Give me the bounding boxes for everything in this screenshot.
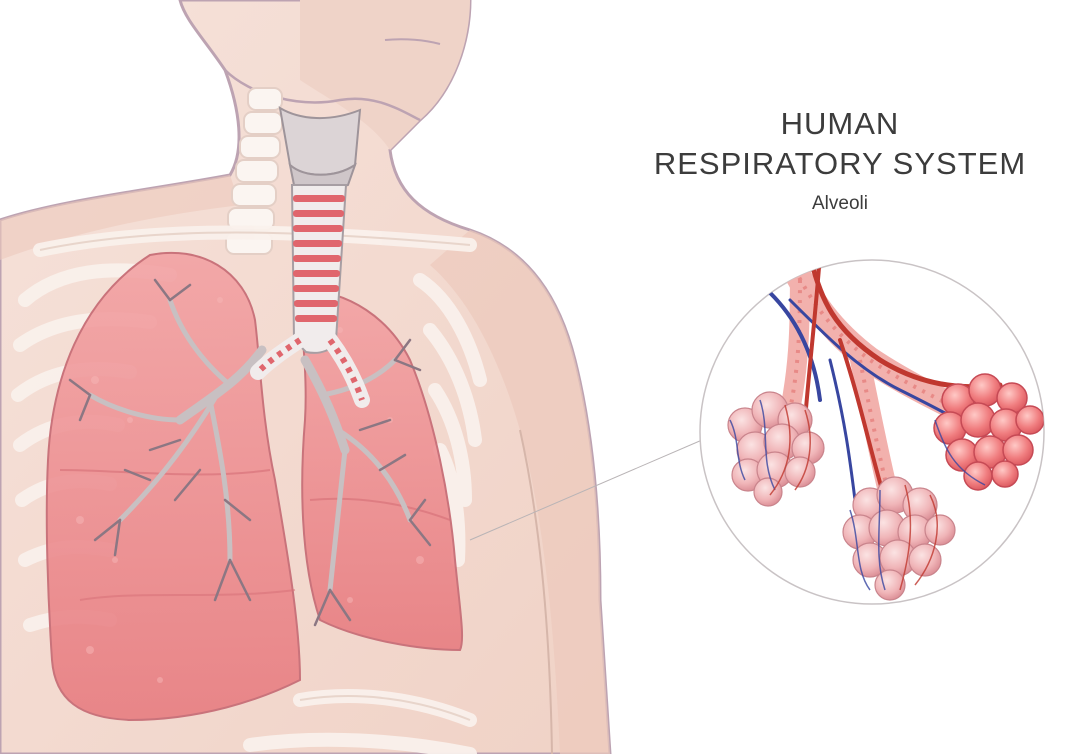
title-block: HUMAN RESPIRATORY SYSTEM Alveoli <box>640 104 1040 218</box>
title-line-2: RESPIRATORY SYSTEM <box>640 144 1040 184</box>
inset-label: Alveoli <box>640 190 1040 218</box>
alveoli-inset <box>700 255 1044 604</box>
larynx <box>280 108 360 190</box>
title-line-1: HUMAN <box>640 104 1040 144</box>
